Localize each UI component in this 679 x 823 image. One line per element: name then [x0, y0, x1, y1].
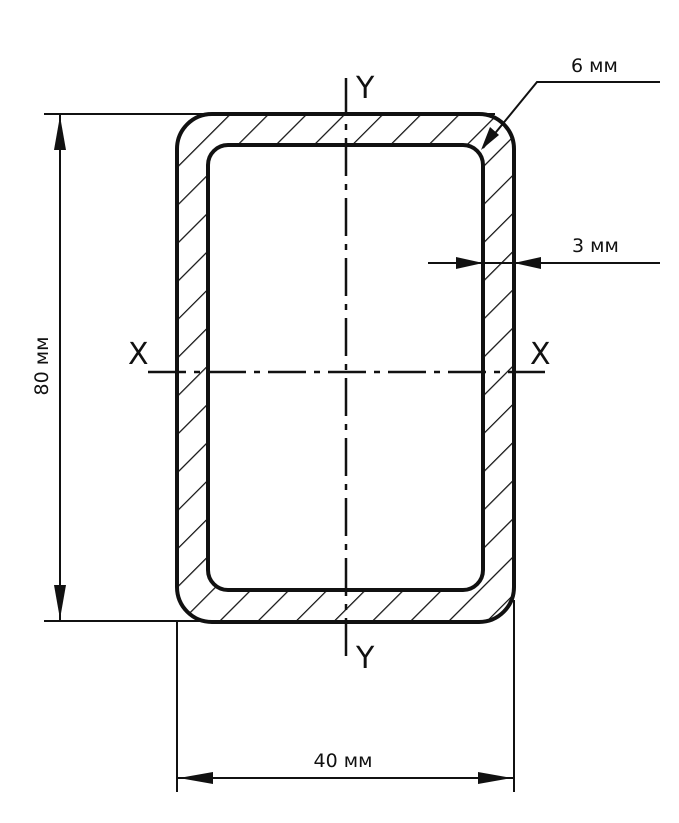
arrow-left-icon — [179, 772, 213, 784]
radius-label: 6 мм — [571, 55, 618, 77]
arrow-down-icon — [54, 585, 66, 619]
arrow-up-icon — [54, 116, 66, 150]
arrow-right-icon — [456, 257, 483, 269]
arrow-left-icon — [514, 257, 541, 269]
height-label: 80 мм — [31, 337, 53, 396]
width-dimension — [176, 600, 515, 792]
width-label: 40 мм — [314, 750, 373, 772]
x-axis-label-left: X — [128, 337, 149, 372]
radius-leader-line — [482, 81, 660, 149]
y-axis-label-top: Y — [355, 71, 375, 106]
y-axis-label-bottom: Y — [355, 641, 375, 676]
x-axis-label-right: X — [530, 337, 551, 372]
height-dimension — [44, 113, 495, 622]
leader-arrow-icon — [481, 127, 499, 150]
arrow-right-icon — [478, 772, 512, 784]
thickness-label: 3 мм — [572, 235, 619, 257]
